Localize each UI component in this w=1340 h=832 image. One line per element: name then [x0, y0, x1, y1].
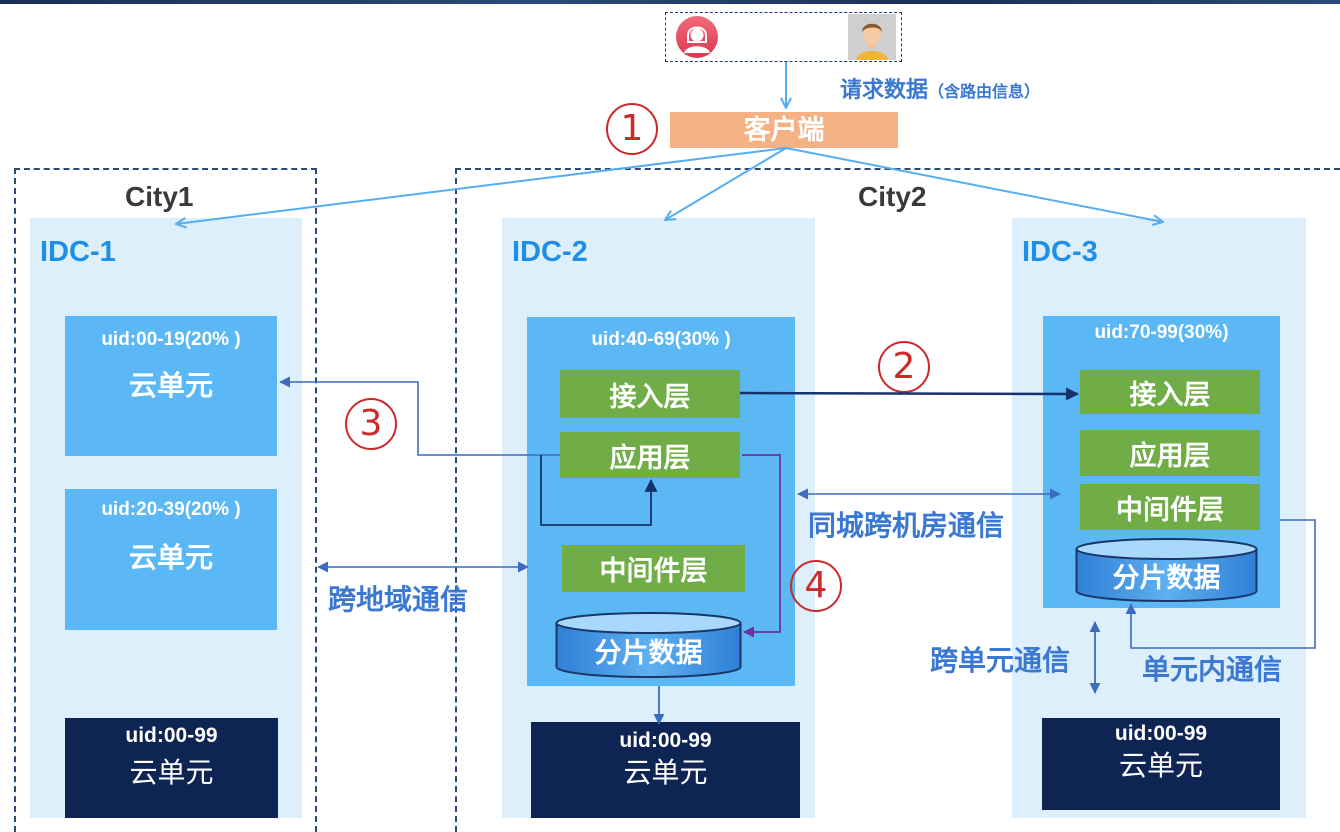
cross-region-link-label: 跨地域通信	[328, 584, 469, 615]
idc2-shard-data-cylinder: 分片数据	[555, 612, 742, 678]
global-unit-uid: uid:00-99	[125, 724, 218, 747]
request-data-label: 请求数据（含路由信息）	[840, 76, 1040, 104]
idc2-global-unit: uid:00-99 云单元	[531, 722, 800, 818]
global-unit-name: 云单元	[129, 757, 214, 788]
city2-label: City2	[858, 181, 927, 212]
idc1-cloud-unit-2: uid:20-39(20% ) 云单元	[65, 489, 277, 630]
idc3-shard-data-cylinder: 分片数据	[1075, 538, 1258, 602]
step-2-marker: 2	[878, 341, 930, 393]
female-user-icon	[676, 16, 718, 58]
top-edge-strip	[0, 0, 1340, 4]
user-avatar-icon	[848, 14, 896, 60]
users-group	[665, 12, 902, 62]
idc2-middleware-layer: 中间件层	[562, 545, 745, 592]
unit-name: 云单元	[128, 370, 213, 401]
unit-name: 云单元	[128, 542, 213, 573]
request-label: 请求数据	[840, 77, 929, 102]
idc1-cloud-unit-1: uid:00-19(20% ) 云单元	[65, 316, 277, 456]
idc2-access-layer: 接入层	[560, 370, 740, 418]
cross-unit-link-label: 跨单元通信	[930, 645, 1071, 676]
idc1-global-unit: uid:00-99 云单元	[65, 718, 278, 818]
idc2-application-layer: 应用层	[560, 432, 740, 478]
unit-uid: uid:40-69(30% )	[591, 329, 731, 350]
idc3-middleware-layer: 中间件层	[1080, 484, 1260, 530]
city1-label: City1	[125, 181, 194, 212]
same-city-link-label: 同城跨机房通信	[808, 510, 1005, 541]
global-unit-uid: uid:00-99	[1114, 722, 1208, 745]
unit-uid: uid:00-19(20% )	[101, 329, 241, 350]
storage-label: 分片数据	[1112, 563, 1221, 593]
idc2-title: IDC-2	[512, 236, 588, 268]
idc3-title: IDC-3	[1022, 236, 1098, 268]
intra-unit-link-label: 单元内通信	[1142, 654, 1283, 685]
step-1-marker: 1	[606, 103, 658, 155]
step-3-marker: 3	[345, 398, 397, 450]
global-unit-name: 云单元	[623, 757, 708, 788]
database-cylinder-icon	[555, 612, 742, 678]
step-4-marker: 4	[790, 560, 842, 612]
storage-label: 分片数据	[594, 638, 703, 668]
unit-uid: uid:20-39(20% )	[101, 499, 241, 520]
idc3-access-layer: 接入层	[1080, 370, 1260, 414]
unit-uid: uid:70-99(30%)	[1094, 322, 1229, 343]
idc1-title: IDC-1	[40, 236, 116, 268]
idc3-global-unit: uid:00-99 云单元	[1042, 718, 1280, 810]
city1-region	[14, 168, 317, 832]
idc3-application-layer: 应用层	[1080, 430, 1260, 476]
global-unit-name: 云单元	[1118, 750, 1203, 781]
client-box: 客户端	[670, 112, 898, 148]
global-unit-uid: uid:00-99	[619, 729, 712, 752]
request-note: （含路由信息）	[928, 84, 1041, 101]
